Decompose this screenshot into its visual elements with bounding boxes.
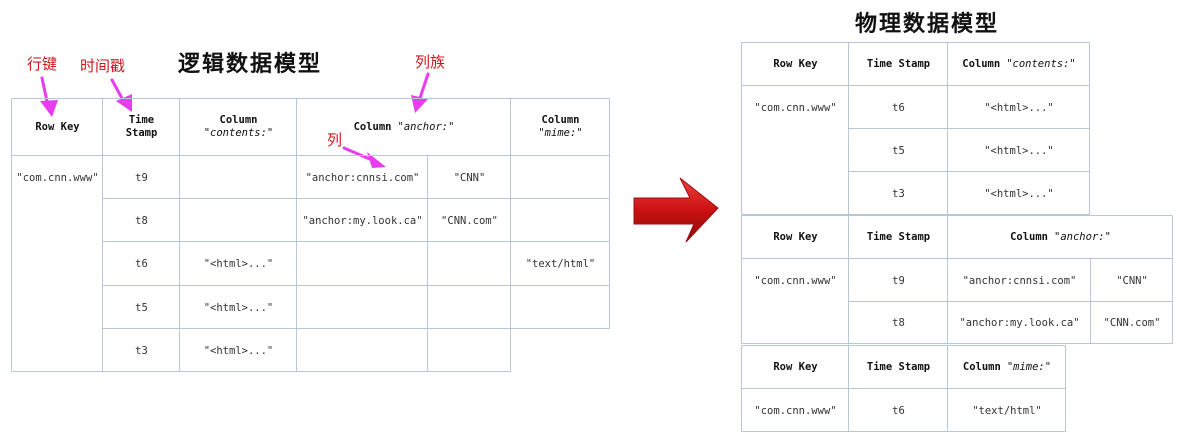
header-column-mime: Column "mime:" bbox=[948, 346, 1066, 389]
header-mime-label: Column bbox=[541, 114, 580, 126]
header-row-key: Row Key bbox=[773, 361, 818, 373]
header-column-label: Column bbox=[962, 361, 1001, 373]
timestamp-cell: t6 bbox=[135, 258, 148, 270]
header-row-key: Row Key bbox=[35, 120, 80, 133]
anchor-column-cell: "anchor:cnnsi.com" bbox=[305, 171, 420, 184]
annotation-column: 列 bbox=[327, 131, 343, 149]
header-column-qualifier: "mime:" bbox=[1006, 361, 1052, 373]
contents-cell: "<html>..." bbox=[203, 344, 274, 357]
header-column-qualifier: "anchor:" bbox=[1054, 231, 1111, 243]
header-column-contents: Column "contents:" bbox=[948, 43, 1090, 86]
anchor-value-cell bbox=[428, 242, 511, 286]
mime-cell bbox=[511, 156, 610, 199]
anchor-value-cell: "CNN.com" bbox=[441, 214, 498, 227]
header-row-key: Row Key bbox=[773, 231, 818, 243]
header-timestamp: Time Stamp bbox=[866, 58, 931, 70]
timestamp-cell: t6 bbox=[892, 101, 905, 114]
physical-model-title: 物理数据模型 bbox=[855, 11, 1000, 37]
timestamp-cell: t5 bbox=[135, 301, 148, 314]
mime-cell: "text/html" bbox=[525, 258, 596, 270]
timestamp-cell: t8 bbox=[135, 214, 148, 227]
timestamp-cell: t3 bbox=[135, 344, 148, 357]
header-anchor-qualifier: "anchor:" bbox=[397, 120, 455, 133]
header-column-label: Column bbox=[1010, 231, 1049, 243]
row-key-cell: "com.cnn.www" bbox=[16, 172, 99, 184]
header-timestamp-line1: Time bbox=[128, 114, 155, 126]
anchor-column-cell: "anchor:my.look.ca" bbox=[959, 317, 1080, 329]
row-key-cell: "com.cnn.www" bbox=[754, 275, 837, 287]
header-contents-label: Column bbox=[219, 114, 258, 126]
header-anchor-label: Column bbox=[353, 120, 392, 133]
header-column-contents: Column "contents:" bbox=[180, 99, 297, 155]
anchor-value-cell: "CNN" bbox=[453, 171, 486, 184]
header-row-key: Row Key bbox=[773, 58, 818, 70]
anchor-column-cell: "anchor:cnnsi.com" bbox=[962, 274, 1077, 287]
anchor-column-cell: "anchor:my.look.ca" bbox=[302, 214, 423, 227]
mime-cell bbox=[511, 199, 610, 242]
timestamp-cell: t9 bbox=[135, 171, 148, 184]
annotation-row-key: 行键 bbox=[27, 55, 58, 73]
timestamp-cell: t9 bbox=[892, 274, 905, 287]
row-key-cell: "com.cnn.www" bbox=[754, 404, 837, 417]
header-timestamp: Time Stamp bbox=[866, 361, 931, 373]
header-contents-qualifier: "contents:" bbox=[203, 127, 274, 139]
anchor-column-cell bbox=[297, 242, 428, 286]
header-column-anchor: Column "anchor:" bbox=[297, 99, 511, 155]
row-key-cell: "com.cnn.www" bbox=[754, 102, 837, 114]
anchor-value-cell: "CNN.com" bbox=[1103, 317, 1161, 329]
value-cell: "<html>..." bbox=[984, 144, 1054, 157]
header-timestamp: Time Stamp bbox=[103, 99, 180, 155]
contents-cell: "<html>..." bbox=[203, 301, 274, 314]
header-timestamp-line2: Stamp bbox=[125, 127, 158, 139]
header-mime-qualifier: "mime:" bbox=[538, 127, 583, 139]
header-column-label: Column bbox=[962, 58, 1001, 70]
column-pointer-icon bbox=[342, 146, 374, 162]
header-column-anchor: Column "anchor:" bbox=[948, 216, 1173, 259]
value-cell: "<html>..." bbox=[984, 101, 1054, 114]
timestamp-cell: t8 bbox=[892, 317, 905, 329]
header-column-mime: Column "mime:" bbox=[511, 99, 610, 155]
transform-arrow-icon bbox=[633, 177, 719, 243]
anchor-value-cell: "CNN" bbox=[1116, 274, 1148, 287]
column-family-pointer-icon bbox=[418, 72, 430, 100]
logical-model-title: 逻辑数据模型 bbox=[178, 51, 323, 77]
value-cell: "<html>..." bbox=[984, 187, 1054, 200]
contents-cell bbox=[180, 156, 297, 199]
header-timestamp: Time Stamp bbox=[866, 231, 931, 243]
timestamp-cell: t5 bbox=[892, 144, 905, 157]
timestamp-cell: t6 bbox=[892, 404, 905, 417]
header-column-qualifier: "contents:" bbox=[1006, 58, 1076, 70]
annotation-timestamp: 时间戳 bbox=[80, 57, 126, 75]
value-cell: "text/html" bbox=[972, 404, 1042, 417]
timestamp-cell: t3 bbox=[892, 187, 905, 200]
contents-cell bbox=[180, 199, 297, 242]
contents-cell: "<html>..." bbox=[203, 258, 274, 270]
annotation-column-family: 列族 bbox=[415, 53, 446, 71]
